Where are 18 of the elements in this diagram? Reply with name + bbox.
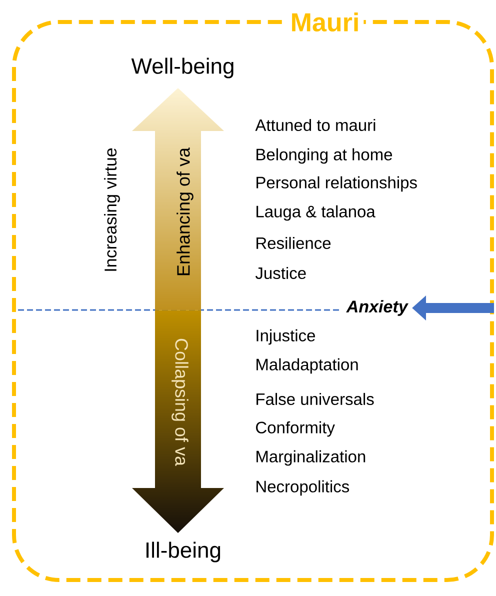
- block-arrow: Enhancing of va: [176, 147, 194, 276]
- list-item: Marginalization: [256, 450, 366, 466]
- list-item: Necropolitics: [256, 480, 350, 496]
- list-item: Conformity: [256, 421, 335, 437]
- pole-label: Well-being: [131, 58, 234, 78]
- list-item: Attuned to mauri: [255, 118, 376, 132]
- list-item: Lauga & talanoa: [256, 205, 376, 221]
- list-item: False universals: [256, 392, 374, 406]
- list-item: Maladaptation: [256, 358, 358, 374]
- list-item: Injustice: [256, 329, 315, 345]
- list-item: Personal relationships: [256, 176, 417, 192]
- text-label: Anxiety: [346, 300, 408, 316]
- pole-label: Ill-being: [146, 542, 220, 562]
- list-item: Resilience: [256, 236, 331, 250]
- block-arrow: Collapsing of va: [172, 338, 188, 466]
- list-item: Justice: [255, 266, 306, 280]
- list-item: Belonging at home: [256, 148, 392, 164]
- axis-label: Increasing virtue: [104, 148, 120, 271]
